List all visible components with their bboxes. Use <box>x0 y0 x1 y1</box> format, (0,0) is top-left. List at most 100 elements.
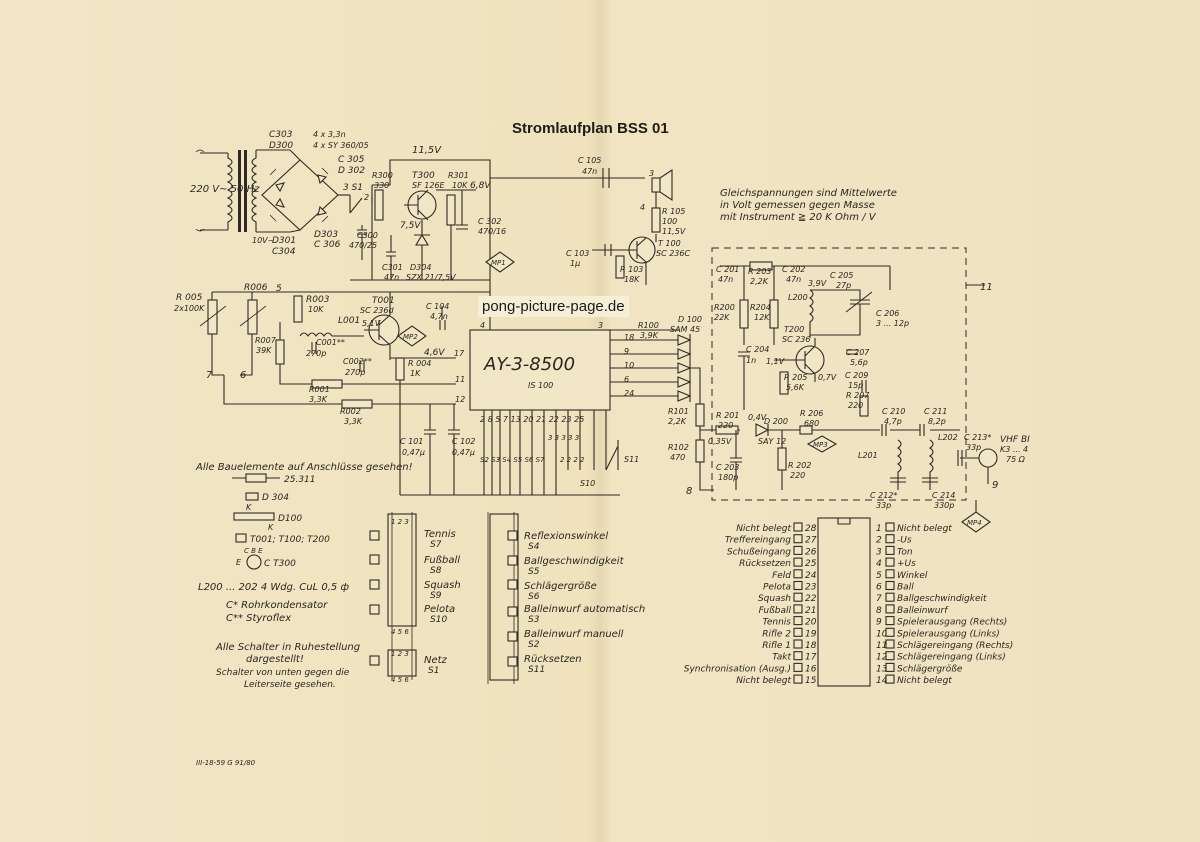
pinout-left-box <box>793 534 803 544</box>
label-r300: R300 <box>372 171 393 180</box>
legend-title: Alle Bauelemente auf Anschlüsse gesehen! <box>195 462 413 473</box>
label-t001: T001 <box>372 296 395 306</box>
label-r102-value: 470 <box>670 453 685 462</box>
label-speaker-4: 4 <box>640 203 645 212</box>
label-r002: R002 <box>340 407 361 416</box>
label-d302: D 302 <box>338 166 365 176</box>
switch-autoserve-id: S3 <box>528 615 540 625</box>
label-c104-value: 4,7n <box>430 312 448 321</box>
switch-fussball-id: S8 <box>430 566 442 576</box>
footer-code: III-18-59 G 91/80 <box>196 759 256 767</box>
switch-note-2: dargestellt! <box>246 654 304 665</box>
label-mp3: MP3 <box>813 441 828 449</box>
label-c203-value: 180p <box>718 473 738 482</box>
label-channel: K3 ... 4 <box>1000 445 1028 454</box>
label-r200-value: 22K <box>714 313 730 322</box>
pinout-right-label: +Us <box>897 559 916 569</box>
switch-netz-id: S1 <box>428 666 439 676</box>
label-11-5v: 11,5V <box>412 145 442 156</box>
legend-item-k1: K <box>246 503 252 512</box>
label-r002-value: 3,3K <box>344 417 363 426</box>
pinout-left-pin: 22 <box>805 594 817 604</box>
label-r103: R 103 <box>620 265 643 274</box>
label-s1: 3 S1 <box>343 183 363 193</box>
label-c207-value: 5,6p <box>850 358 868 367</box>
pinout-left-box <box>793 639 803 649</box>
label-c305: C 305 <box>338 155 365 165</box>
bridge-rectifier <box>261 149 350 233</box>
label-l202: L202 <box>938 433 958 442</box>
label-d100: D 100 <box>678 315 702 324</box>
label-mp2: MP2 <box>403 333 418 341</box>
label-r001-value: 3,3K <box>309 395 328 404</box>
switch-note-1: Alle Schalter in Ruhestellung <box>215 642 360 653</box>
pinout-left-box <box>793 522 803 532</box>
label-l200: L200 <box>788 293 808 302</box>
pinout-right-box <box>885 580 895 591</box>
pinout-left-box <box>793 545 803 555</box>
label-c302-value: 470/16 <box>478 227 506 236</box>
switch-bank-left: 1 2 3 4 5 6 1 2 3 4 5 6 Tennis S7 Fußbal… <box>369 512 461 684</box>
svg-text:24: 24 <box>624 389 634 398</box>
label-r206-value: 680 <box>804 419 819 428</box>
label-c210: C 210 <box>882 407 905 416</box>
pinout-left-label: Feld <box>772 571 791 581</box>
pinout-right-pin: 14 <box>876 676 888 686</box>
pinout-right-label: Balleinwurf <box>897 606 949 616</box>
pinout-left-label: Squash <box>758 594 791 604</box>
switch-note-3: Schalter von unten gegen die <box>216 668 350 678</box>
switch-fussball-name: Fußball <box>424 555 460 566</box>
resistor-r206 <box>799 425 813 435</box>
resistor-r101 <box>695 403 705 427</box>
legend-item-tube-cap: C* Rohrkondensator <box>226 600 328 611</box>
pinout-right-box <box>885 545 895 555</box>
resistor-r103 <box>615 255 625 279</box>
label-r100-value: 3,9K <box>640 331 659 340</box>
label-t100-type: SC 236C <box>656 249 690 258</box>
pinout-right-label: Winkel <box>897 571 928 581</box>
pinout-right-pin: 13 <box>876 664 888 674</box>
label-c213-value: 33p <box>966 443 981 452</box>
label-c202: C 202 <box>782 265 805 274</box>
ic-name: AY-3-8500 <box>483 354 575 375</box>
label-c301-value: 47n <box>384 273 399 282</box>
svg-text:1 2 3: 1 2 3 <box>391 650 409 658</box>
label-r005: R 005 <box>176 293 203 303</box>
label-c214-value: 330p <box>934 501 954 510</box>
legend-item-d304: D 304 <box>262 493 289 503</box>
label-r100: R100 <box>638 321 659 330</box>
pinout-left-label: Takt <box>772 653 791 663</box>
label-r202: R 202 <box>788 461 811 470</box>
label-c306: C 306 <box>314 240 341 250</box>
label-c205-value: 27p <box>836 281 851 290</box>
pinout-right-pin: 6 <box>876 583 882 593</box>
pinout-right-pin: 10 <box>876 629 888 639</box>
speaker-body <box>651 177 661 193</box>
label-impedance: 75 Ω <box>1006 455 1026 464</box>
label-c210-value: 4,7p <box>884 417 902 426</box>
label-c206-value: 3 ... 12p <box>876 319 909 328</box>
svg-text:11: 11 <box>455 375 465 384</box>
label-4-6v: 4,6V <box>424 348 445 358</box>
note-line-2: in Volt gemessen gegen Masse <box>720 200 875 211</box>
pinout-right-box <box>885 569 895 579</box>
pinout-left-box <box>793 557 803 567</box>
label-t300-type: SF 126E <box>412 181 445 190</box>
pinout-right-pin: 8 <box>876 606 882 616</box>
legend-item-styroflex: C** Styroflex <box>226 613 291 624</box>
label-c105: C 105 <box>578 156 601 165</box>
label-r105: R 105 <box>662 207 685 216</box>
label-0-35v: 0,35V <box>708 437 732 446</box>
pinout-left-label: Schußeingang <box>727 547 791 557</box>
label-c105-value: 47n <box>582 167 597 176</box>
label-c204: C 204 <box>746 345 769 354</box>
switch-squash-name: Squash <box>424 580 461 591</box>
transformer <box>226 149 290 233</box>
measure-point-mp3 <box>806 435 838 453</box>
pinout-left-box <box>793 651 803 661</box>
pinout-right-box <box>885 639 895 649</box>
pinout-left-box <box>793 604 803 614</box>
label-mp1: MP1 <box>491 259 506 267</box>
switch-ballspeed-name: Ballgeschwindigkeit <box>524 556 625 567</box>
label-r300-value: 330 <box>374 181 389 190</box>
